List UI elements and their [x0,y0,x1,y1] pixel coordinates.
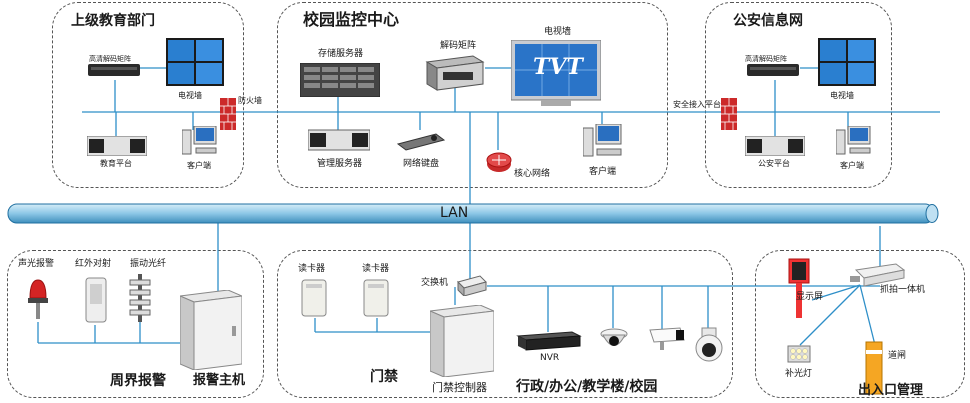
access-reader1-label: 读卡器 [298,264,326,274]
center-decoder-label: 解码矩阵 [440,41,477,51]
gate-title: 出入口管理 [858,383,924,398]
access-area-label: 行政/办公/教学楼/校园 [516,379,658,395]
card-reader-1-icon [301,279,327,317]
ptz-camera-icon [695,327,723,362]
edu-tvwall [166,38,224,86]
access-controller-label: 门禁控制器 [432,381,487,394]
nvr-device [516,331,582,351]
center-client-label: 客户端 [589,167,617,177]
network-switch-icon [457,275,487,296]
edu-matrix-label: 高清解码矩阵 [89,55,131,63]
access-title: 门禁 [370,369,398,385]
alarm-host-cabinet [180,290,242,370]
edu-firewall [220,98,236,130]
edu-matrix-device [88,64,140,76]
fill-light-icon [787,345,811,363]
storage-server [300,63,380,97]
panel-edu [52,2,244,188]
gate-display-label: 显示屏 [796,292,824,302]
infrared-beam-icon [85,277,107,323]
center-core-label: 核心网络 [514,169,551,179]
gate-display-screen [788,258,810,318]
police-matrix-device [747,64,799,76]
edu-firewall-label: 防火墙 [238,96,262,105]
panel-gate [755,250,965,398]
perimeter-host-label: 报警主机 [193,373,246,388]
police-tvwall-label: 电视墙 [830,91,854,100]
access-nvr-label: NVR [540,353,560,363]
police-matrix-label: 高清解码矩阵 [745,55,787,63]
edu-client-label: 客户端 [187,161,211,170]
network-keyboard [396,133,446,151]
police-platform-label: 公安平台 [758,159,790,168]
capture-camera-icon [850,263,906,287]
edu-tvwall-label: 电视墙 [178,91,202,100]
center-tvwall [511,40,601,106]
center-mgmt-label: 管理服务器 [317,159,363,169]
perimeter-item2-label: 红外对射 [75,259,112,269]
center-tvwall-label: 电视墙 [544,27,572,37]
center-keyboard-label: 网络键盘 [403,159,440,169]
mgmt-server [308,129,370,151]
police-client-label: 客户端 [840,161,864,170]
lan-label: LAN [440,205,469,221]
police-client-computer [836,126,871,155]
bullet-camera-icon [649,327,685,350]
dome-camera-icon [600,328,628,346]
panel-access [277,250,733,398]
gate-fill-light-label: 补光灯 [785,369,813,379]
police-firewall [721,98,737,130]
gate-barrier-label: 道闸 [888,351,907,361]
panel-center [277,2,668,188]
vibration-fiber-icon [129,274,151,322]
perimeter-item1-label: 声光报警 [18,259,55,269]
access-reader2-label: 读卡器 [362,264,390,274]
center-storage-label: 存储服务器 [318,49,364,59]
edu-title: 上级教育部门 [71,13,155,29]
access-controller-cabinet [430,305,494,377]
card-reader-2-icon [363,279,389,317]
strobe-siren-icon [28,279,48,319]
perimeter-item3-label: 振动光纤 [130,259,167,269]
panel-perimeter [7,250,264,398]
edu-client-computer [182,126,217,155]
access-switch-label: 交换机 [421,278,449,288]
panel-police [705,2,892,188]
gate-camera-label: 抓拍一体机 [880,285,926,295]
barrier-gate-icon [865,341,883,395]
tvwall-logo: TVT [533,54,583,80]
perimeter-title: 周界报警 [110,373,166,389]
core-router [486,152,512,172]
lan-bus [7,203,939,224]
edu-platform-label: 教育平台 [100,159,132,168]
police-tvwall [818,38,876,86]
center-client-computer [583,124,622,157]
center-title: 校园监控中心 [303,10,400,29]
decoder-matrix-device [425,55,485,91]
edu-platform-server [87,136,147,156]
police-title: 公安信息网 [733,13,803,29]
police-platform-server [745,136,805,156]
police-gateway-label: 安全接入平台 [673,100,721,109]
